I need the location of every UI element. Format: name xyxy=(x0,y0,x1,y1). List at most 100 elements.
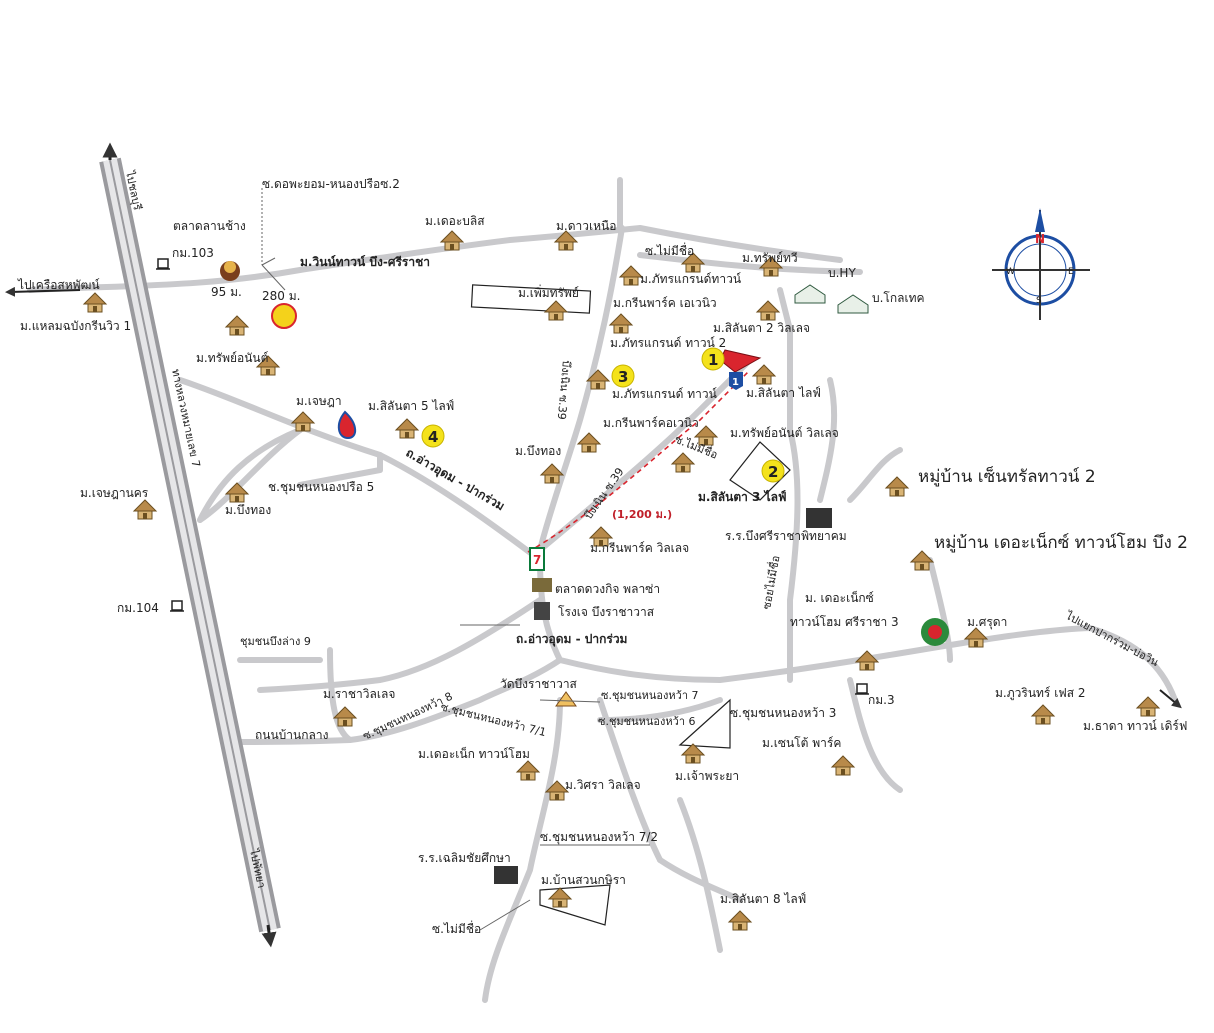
label-phuwarin: ม.ภูวรินทร์ เฟส 2 xyxy=(995,686,1086,701)
label-bueng-nern-39a: บึงเนิน ซ.39 xyxy=(555,360,573,421)
compass-rose: N S E W xyxy=(992,208,1090,320)
label-silanta2: ม.สิลันตา 2 วิลเลจ xyxy=(713,321,810,335)
label-school-chaloem: ร.ร.เฉลิมชัยศึกษา xyxy=(418,851,511,865)
label-sap-thawee: ม.ทรัพย์ทวี xyxy=(742,251,798,265)
road-south-2 xyxy=(257,597,543,693)
marker-4[interactable]: 4 xyxy=(421,424,445,448)
road-south-4 xyxy=(597,697,723,723)
road-west-chumchon5 xyxy=(297,452,383,488)
label-silanta8: ม.สิลันตา 8 ไลฟ์ xyxy=(720,892,806,906)
road-east-branch2 xyxy=(927,557,953,663)
svg-text:1: 1 xyxy=(732,377,739,388)
svg-text:1: 1 xyxy=(708,351,718,369)
label-laem-chabang: ม.แหลมฉบังกรีนวิว 1 xyxy=(20,319,131,333)
svg-text:W: W xyxy=(1006,267,1015,277)
parcel-silanta3 xyxy=(729,441,791,501)
label-to-bangkok: ไปเครือสหพัฒน์ xyxy=(17,278,100,292)
label-chumchon-nongprue5: ช.ชุมชนหนองปรือ 5 xyxy=(268,480,374,495)
label-phattra-town3: ม.ภัทรแกรนด์ ทาวน์ xyxy=(612,387,717,401)
svg-text:N: N xyxy=(1035,232,1045,246)
svg-text:4: 4 xyxy=(428,428,438,446)
label-talad-duangkit: ตลาดดวงกิจ พลาซ่า xyxy=(555,582,660,596)
parcel-ban-suan xyxy=(539,884,611,926)
label-bor-golltech: บ.โกลเทค xyxy=(872,291,925,305)
label-nonghwa3: ซ.ชุมชนหนองหว้า 3 xyxy=(730,706,836,721)
road-east-top xyxy=(637,252,863,275)
landmark-icons: 7 xyxy=(220,261,949,884)
label-silanta-life: ม.สิลันตา ไลฟ์ xyxy=(746,386,821,400)
label-chumchon-buengsang9: ชุมชนบึงล่าง 9 xyxy=(240,635,311,648)
label-nonghwa72: ซ.ชุมชนหนองหว้า 7/2 xyxy=(540,830,658,845)
label-rongjay: โรงเจ บึงราชาวาส xyxy=(558,605,655,619)
label-the-connect2: หมู่บ้าน เดอะเน็กซ์ ทาวน์โฮม บึง 2 xyxy=(934,531,1188,553)
label-ban-suan: ม.บ้านสวนกษิรา xyxy=(541,873,626,887)
road-east-branch xyxy=(847,677,903,793)
label-jetsada-nakhon: ม.เจษฎานคร xyxy=(80,486,149,500)
pointer-lines xyxy=(261,188,650,931)
label-nonghwa6: ซ.ชุมชนหนองหว้า 6 xyxy=(598,715,696,728)
road-silanta8 xyxy=(657,857,743,903)
label-soi-noname1: ซ.ไม่มีชื่อ xyxy=(645,242,694,258)
label-dao-nua: ม.ดาวเหนือ xyxy=(556,219,616,233)
label-wisara: ม.วิศรา วิลเลจ xyxy=(565,778,641,792)
label-thanon-ban-klang: ถนนบ้านกลาง xyxy=(255,728,328,742)
label-sap-anan: ม.ทรัพย์อนันต์ xyxy=(196,351,268,365)
label-the-connect-townhome: ม.เดอะเน็ก ทาวน์โฮม xyxy=(418,746,530,761)
label-bor-hy: บ.HY xyxy=(828,266,856,280)
label-thada-town: ม.ธาดา ทาวน์ เดิร์ฟ xyxy=(1083,719,1187,733)
label-central-park: ม.เซนโต้ พาร์ค xyxy=(762,736,841,750)
label-road-aow-udom-1: ถ.อ่าวอุดม - ปากร่วม xyxy=(403,445,507,514)
project-parcel xyxy=(719,349,762,373)
label-phattra-town: ม.ภัทรแกรนด์ทาวน์ xyxy=(640,272,741,286)
label-silanta5: ม.สิลันตา 5 ไลฟ์ xyxy=(368,399,454,413)
road-central-east xyxy=(787,392,801,683)
label-soi-dorphayom: ซ.ดอพะยอม-หนองปรือซ.2 xyxy=(262,177,400,191)
label-bueng-thong1: ม.บึงทอง xyxy=(515,444,561,458)
label-bueng-thong2: ม.บึงทอง xyxy=(225,503,271,517)
svg-text:3: 3 xyxy=(618,368,628,386)
route-dashed xyxy=(527,371,749,553)
marker-1[interactable]: 1 xyxy=(701,347,725,371)
svg-text:7: 7 xyxy=(533,553,541,567)
label-racha-village: ม.ราชาวิลเลจ xyxy=(323,687,395,701)
parcel-permsap xyxy=(470,284,592,314)
road-win-town xyxy=(27,225,843,293)
road-racha xyxy=(327,647,353,743)
label-km104: กม.104 xyxy=(117,601,159,615)
marker-blue-1[interactable]: 1 xyxy=(729,372,743,390)
label-nonghwa7: ซ.ชุมชนหนองหว้า 7 xyxy=(601,689,699,702)
label-dist95: 95 ม. xyxy=(211,285,242,299)
factory-icons xyxy=(794,284,869,314)
label-the-connect3a: ม. เดอะเน็กซ์ xyxy=(805,590,874,605)
label-dist280: 280 ม. xyxy=(262,289,300,303)
marker-3[interactable]: 3 xyxy=(611,364,635,388)
label-sap-anan-village: ม.ทรัพย์อนันต์ วิลเลจ xyxy=(730,426,839,440)
label-road-aow-udom-2: ถ.อ่าวอุดม - ปากร่วม xyxy=(516,632,627,647)
road-silanta2 xyxy=(777,287,793,398)
svg-text:S: S xyxy=(1036,296,1042,306)
label-green-park-avenue2: ม.กรีนพาร์คอเวนิว xyxy=(603,416,699,430)
road-south-5 xyxy=(677,797,723,953)
label-green-park-avenue: ม.กรีนพาร์ค เอเวนิว xyxy=(613,296,717,310)
arrow-to-paknam xyxy=(1159,689,1182,709)
road-eastern-loop xyxy=(817,377,838,503)
road-central-town-branch xyxy=(847,447,903,503)
parcel-nonghwa3 xyxy=(678,698,731,749)
road-west-jetsada xyxy=(197,427,303,523)
road-bueng-thong xyxy=(197,427,303,523)
road-aow-udom-south xyxy=(537,557,1178,703)
svg-text:2: 2 xyxy=(768,463,778,481)
road-bueng-nern-39 xyxy=(537,225,625,553)
label-km103: กม.103 xyxy=(172,246,214,260)
road-network xyxy=(27,177,1178,1003)
label-soi-noname4: ซ.ไม่มีชื่อ xyxy=(432,920,481,936)
label-wat-bueng: วัดบึงราชาวาส xyxy=(500,677,578,691)
label-dist1200: (1,200 ม.) xyxy=(612,508,672,521)
label-the-connect3b: ทาวน์โฮม ศรีราชา 3 xyxy=(790,615,899,629)
label-the-bliss: ม.เดอะบลิส xyxy=(425,214,485,228)
label-central-town2: หมู่บ้าน เซ็นทรัลทาวน์ 2 xyxy=(918,465,1096,487)
label-win-town: ม.วินน์ทาวน์ บึง-ศรีราชา xyxy=(300,255,430,269)
marker-2[interactable]: 2 xyxy=(761,459,785,483)
label-sruda: ม.ศรุดา xyxy=(967,615,1007,630)
